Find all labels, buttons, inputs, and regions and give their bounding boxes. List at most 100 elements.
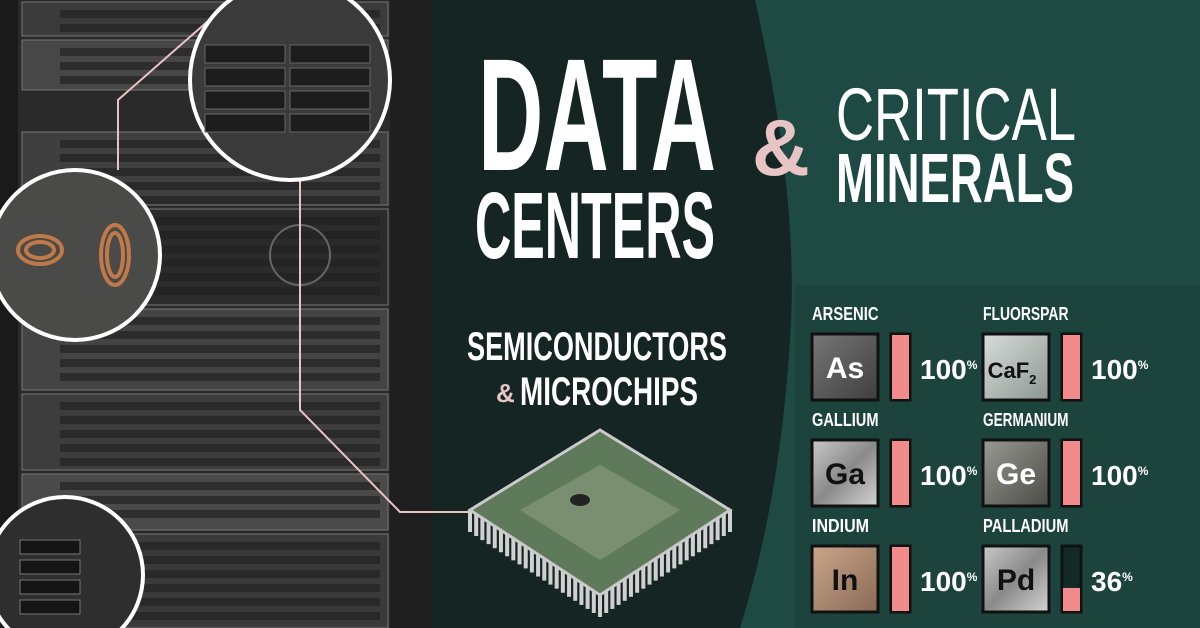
share-bar-fill <box>1063 441 1080 505</box>
mineral-name: FLUORSPAR <box>983 304 1069 324</box>
connector-lines <box>117 0 480 513</box>
chip-pin <box>628 574 633 597</box>
share-bar-fill <box>1063 335 1080 399</box>
share-value: 100 <box>1091 354 1138 385</box>
share-unit: % <box>967 570 978 584</box>
mineral-palladium: PALLADIUM Pd 36% <box>981 516 1133 614</box>
chip-pin <box>554 566 559 589</box>
element-symbol-text: As <box>826 352 864 385</box>
element-tile <box>981 332 1051 402</box>
chip-pin <box>610 586 615 609</box>
chip-pin <box>498 530 503 553</box>
chip-pin <box>560 570 565 593</box>
subtitle-ampersand: & <box>496 378 515 408</box>
chip-pin <box>684 538 689 561</box>
chip-pin <box>678 542 683 565</box>
chip-pin <box>728 510 732 532</box>
share-percent: 100% <box>1091 460 1149 491</box>
chip-pin <box>536 554 541 577</box>
chip-pin <box>573 578 578 601</box>
share-unit: % <box>967 358 978 372</box>
chip-pin <box>486 522 491 545</box>
element-tile <box>810 544 880 614</box>
share-value: 100 <box>1091 460 1138 491</box>
mineral-name: GERMANIUM <box>983 410 1069 430</box>
chip-pin <box>579 582 584 605</box>
share-value: 100 <box>920 566 967 597</box>
title-data: DATA <box>478 25 716 204</box>
share-value: 100 <box>920 354 967 385</box>
chip-pin <box>666 550 671 573</box>
mineral-gallium: GALLIUM Ga 100% <box>810 410 978 508</box>
mineral-fluorspar: FLUORSPAR CaF2 100% <box>981 304 1149 402</box>
share-bar-fill <box>892 441 909 505</box>
element-symbol: Ga <box>825 458 865 491</box>
chip-pin <box>635 570 640 593</box>
share-bar-fill <box>1063 587 1080 611</box>
chip-pin <box>672 546 677 569</box>
subtitle-microchips: MICROCHIPS <box>520 370 698 414</box>
chip-pin <box>529 550 534 573</box>
chip-pin <box>616 582 621 605</box>
element-tile <box>981 438 1051 508</box>
chip-pin <box>690 534 695 557</box>
mineral-name: GALLIUM <box>812 410 879 430</box>
element-symbol: As <box>826 352 864 385</box>
title-ampersand: & <box>752 103 810 192</box>
title-critical: CRITICAL <box>836 73 1076 156</box>
chip-pin <box>480 518 485 541</box>
chip-pin <box>715 518 720 541</box>
chip-pin <box>517 542 522 565</box>
chip-pin <box>585 586 590 609</box>
dark-panel <box>430 0 792 628</box>
zoom-circle-drive-bays <box>188 0 392 182</box>
element-tile <box>981 544 1051 614</box>
chip-pin <box>721 514 726 537</box>
mineral-name: PALLADIUM <box>983 516 1069 536</box>
share-percent: 100% <box>1091 354 1149 385</box>
chip-pin <box>598 595 602 617</box>
chip-pin <box>647 562 652 585</box>
share-percent: 36% <box>1091 566 1133 597</box>
chip-pin <box>604 590 609 613</box>
share-unit: % <box>1138 464 1149 478</box>
element-symbol-text: Pd <box>997 564 1035 597</box>
element-symbol-text: CaF <box>988 358 1030 383</box>
chip-pin <box>697 530 702 553</box>
chip-pin <box>709 522 714 545</box>
share-percent: 100% <box>920 354 978 385</box>
share-percent: 100% <box>920 460 978 491</box>
mineral-germanium: GERMANIUM Ge 100% <box>981 410 1149 508</box>
element-tile <box>810 332 880 402</box>
subtitle-semiconductors: SEMICONDUCTORS <box>467 325 727 369</box>
microchip-image <box>467 428 733 617</box>
element-tile <box>810 438 880 508</box>
title-centers: CENTERS <box>475 173 715 279</box>
title-minerals: MINERALS <box>836 139 1074 217</box>
share-percent: 100% <box>920 566 978 597</box>
share-bar-fill <box>892 335 909 399</box>
element-symbol-text: Ge <box>996 458 1036 491</box>
share-value: 100 <box>920 460 967 491</box>
element-symbol-text: In <box>832 564 859 597</box>
chip-pin <box>468 510 472 532</box>
chip-pin <box>653 558 658 581</box>
chip-pin <box>659 554 664 577</box>
chip-pin <box>703 526 708 549</box>
chip-die <box>520 465 680 560</box>
share-value: 36 <box>1091 566 1122 597</box>
chip-pin <box>548 562 553 585</box>
element-symbol: Pd <box>997 564 1035 597</box>
chip-pin <box>523 546 528 569</box>
element-symbol: CaF2 <box>988 358 1037 387</box>
chip-pin <box>622 578 627 601</box>
share-bar-fill <box>892 547 909 611</box>
chip-pin <box>641 566 646 589</box>
zoom-circle-hdd-trays <box>0 495 145 628</box>
element-symbol: Ge <box>996 458 1036 491</box>
chip-pin <box>567 574 572 597</box>
element-subscript: 2 <box>1029 372 1036 387</box>
